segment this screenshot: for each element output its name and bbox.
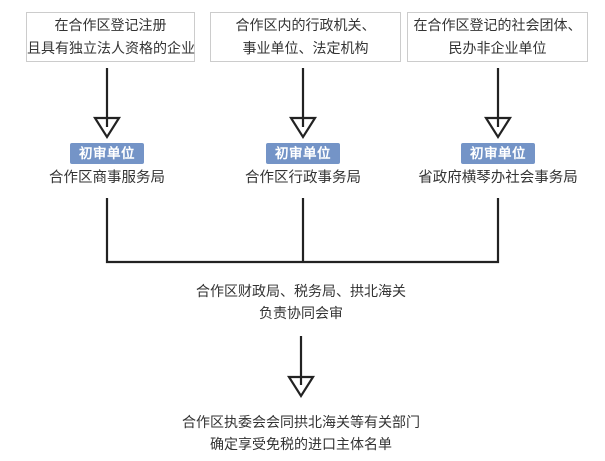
- source-box-agencies: 合作区内的行政机关、 事业单位、法定机构: [210, 12, 401, 62]
- final-decision-text-line: 确定享受免税的进口主体名单: [210, 436, 392, 452]
- source-box-text-line: 事业单位、法定机构: [242, 40, 369, 56]
- down-arrow-icon: [287, 336, 315, 399]
- review-unit-name: 合作区行政事务局: [245, 170, 361, 186]
- review-unit-name: 省政府横琴办社会事务局: [418, 170, 578, 186]
- review-unit-badge: 初审单位: [461, 143, 535, 164]
- review-unit-name: 合作区商事服务局: [49, 170, 165, 186]
- down-arrow-icon: [93, 68, 121, 140]
- review-unit-badge: 初审单位: [70, 143, 144, 164]
- final-decision-text-line: 合作区执委会会同拱北海关等有关部门: [182, 414, 420, 430]
- source-box-text-line: 民办非企业单位: [448, 40, 547, 56]
- down-arrow-icon: [289, 68, 317, 140]
- final-decision-text: 合作区执委会会同拱北海关等有关部门 确定享受免税的进口主体名单: [101, 411, 501, 455]
- joint-review-text-line: 合作区财政局、税务局、拱北海关: [196, 283, 406, 299]
- source-box-text-line: 在合作区登记的社会团体、: [413, 17, 582, 33]
- source-box-enterprises: 在合作区登记注册 且具有独立法人资格的企业: [26, 12, 195, 62]
- joint-review-text-line: 负责协同会审: [259, 305, 343, 321]
- review-unit-badge: 初审单位: [266, 143, 340, 164]
- source-box-text-line: 合作区内的行政机关、: [235, 17, 376, 33]
- merge-connector-line: [105, 198, 500, 264]
- source-box-text-line: 且具有独立法人资格的企业: [27, 40, 195, 56]
- joint-review-text: 合作区财政局、税务局、拱北海关 负责协同会审: [101, 280, 501, 324]
- down-arrow-icon: [484, 68, 512, 140]
- source-box-social-organizations: 在合作区登记的社会团体、 民办非企业单位: [407, 12, 588, 62]
- source-box-text-line: 在合作区登记注册: [54, 17, 167, 33]
